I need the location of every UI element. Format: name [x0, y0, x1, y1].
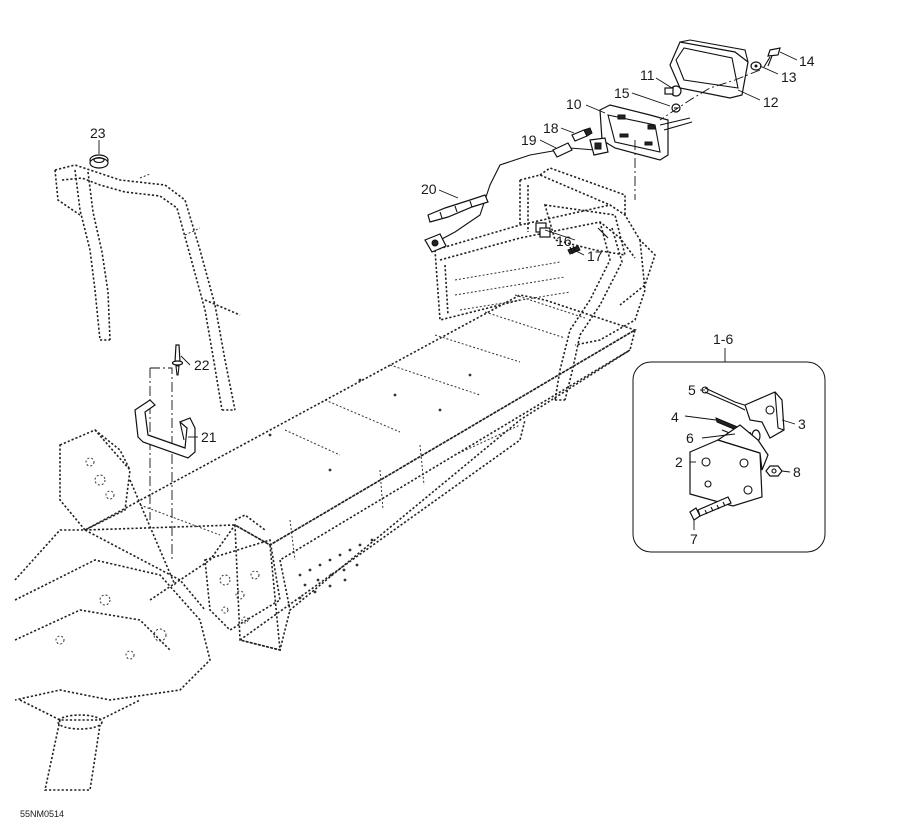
front-frame-structure: [14, 429, 281, 791]
callout-18: 18: [543, 120, 559, 136]
inset-callout-8: 8: [793, 464, 801, 480]
inset-callout-5: 5: [688, 382, 696, 398]
inset-title: 1-6: [713, 331, 733, 347]
nut-part-8: [765, 465, 783, 477]
push-pin-part-22: [171, 344, 184, 376]
callout-14: 14: [799, 53, 815, 69]
inset-callout-6: 6: [686, 430, 694, 446]
taillight-housing-part-10: [599, 104, 669, 161]
taillight-lens-part-12: [669, 39, 749, 99]
washer-part-13: [750, 61, 762, 71]
callout-23: 23: [90, 125, 106, 141]
drawing-code: 55NM0514: [20, 809, 64, 819]
callout-22: 22: [194, 357, 210, 373]
callout-20: 20: [421, 181, 437, 197]
screw-part-14: [763, 47, 781, 68]
leader-lines: [98, 51, 798, 438]
mounting-plate-part-2: [689, 424, 769, 507]
connector-part-19: [552, 142, 573, 158]
inset-callout-4: 4: [671, 409, 679, 425]
rear-brace-handle: [54, 164, 241, 411]
rear-rack: [434, 167, 656, 401]
callout-11: 11: [640, 67, 655, 83]
inset-callout-7: 7: [690, 531, 698, 547]
screw-part-15: [671, 103, 681, 113]
callout-19: 19: [521, 132, 537, 148]
callout-15: 15: [614, 85, 630, 101]
bolt-part-7: [689, 496, 732, 521]
inset-callout-3: 3: [798, 416, 806, 432]
mounting-bracket-part-21: [134, 399, 196, 459]
inset-detail-1-6: 1-6: [632, 331, 826, 553]
callout-12: 12: [763, 94, 779, 110]
callout-21: 21: [201, 429, 217, 445]
callout-10: 10: [566, 96, 582, 112]
bulb-part-11: [664, 85, 682, 97]
protective-sleeve-part-20: [427, 194, 489, 223]
tunnel-chassis: [84, 294, 637, 651]
callout-17: 17: [587, 248, 603, 264]
callout-16: 16: [556, 233, 572, 249]
harness-connector: [424, 233, 447, 253]
inset-callout-2: 2: [675, 454, 683, 470]
hitch-bracket-part-3: [744, 391, 785, 439]
bracket-nut-part-16: [535, 222, 551, 238]
terminal-part-18: [571, 127, 593, 142]
grommet-part-23: [89, 154, 109, 169]
callout-13: 13: [781, 69, 797, 85]
